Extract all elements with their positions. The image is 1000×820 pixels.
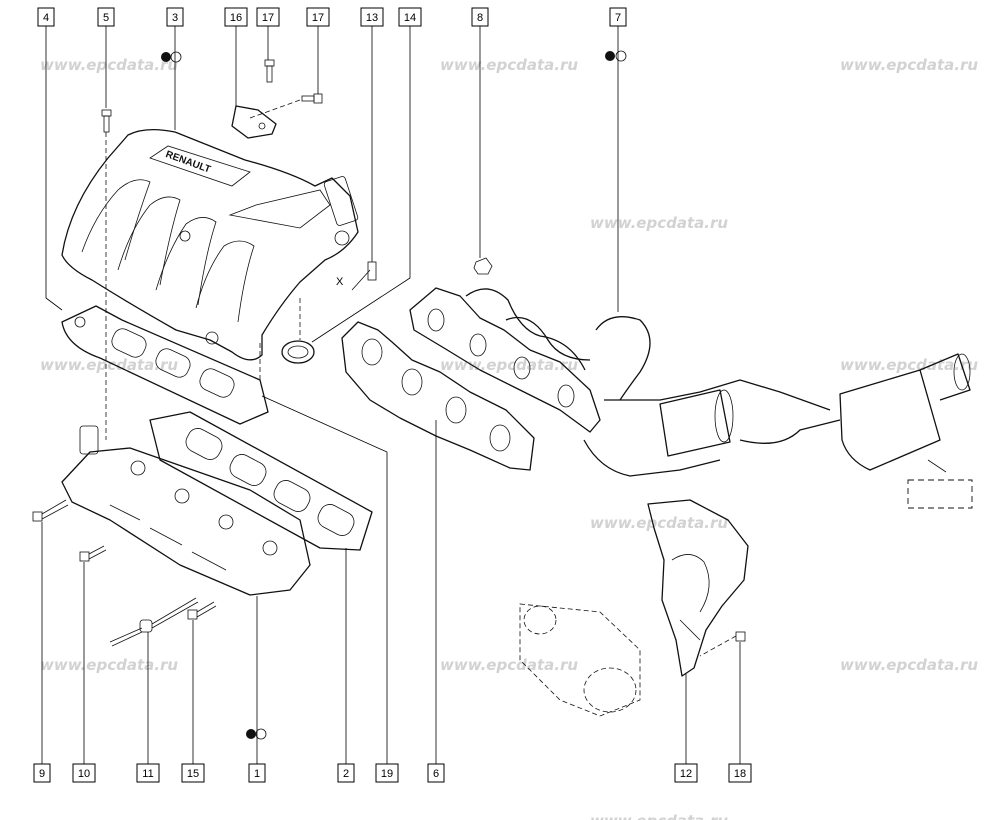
intake-manifold-lower (61, 425, 311, 596)
callout-17a: 17 (256, 7, 280, 27)
callout-2: 2 (337, 763, 355, 783)
exhaust-manifold (409, 287, 971, 477)
callout-17b: 17 (306, 7, 330, 27)
callout-3: 3 (166, 7, 184, 27)
bolt-17-vertical (264, 59, 275, 83)
nut-1 (246, 728, 267, 740)
nut-3 (161, 51, 182, 63)
svg-text:12: 12 (680, 768, 692, 780)
svg-text:15: 15 (187, 768, 199, 780)
callout-19: 19 (375, 763, 399, 783)
callout-9: 9 (33, 763, 51, 783)
svg-text:16: 16 (230, 12, 242, 24)
watermark: www.epcdata.ru (440, 356, 578, 374)
brand-badge: RENAULT (164, 149, 212, 175)
watermark: www.epcdata.ru (590, 812, 728, 820)
exhaust-gasket-6 (341, 321, 535, 471)
svg-text:3: 3 (172, 12, 178, 24)
watermark: www.epcdata.ru (40, 56, 178, 74)
callout-5: 5 (97, 7, 115, 27)
svg-text:14: 14 (404, 12, 416, 24)
callout-leaders (41, 26, 741, 764)
svg-text:13: 13 (366, 12, 378, 24)
bolt-9 (32, 499, 69, 522)
bolt-15 (187, 601, 217, 620)
nut-8 (473, 257, 493, 275)
svg-text:1: 1 (254, 768, 260, 780)
svg-text:11: 11 (142, 768, 153, 780)
watermark: www.epcdata.ru (590, 514, 728, 532)
callout-14: 14 (398, 7, 422, 27)
nut-7 (605, 50, 627, 62)
watermark-layer: www.epcdata.ru www.epcdata.ru www.epcdat… (40, 56, 978, 820)
watermark: www.epcdata.ru (590, 214, 728, 232)
watermark: www.epcdata.ru (840, 356, 978, 374)
callout-13: 13 (360, 7, 384, 27)
svg-text:6: 6 (433, 768, 439, 780)
svg-text:10: 10 (78, 768, 90, 780)
dimension-marker: X (336, 276, 344, 288)
svg-text:17: 17 (262, 12, 274, 24)
callout-1: 1 (248, 763, 266, 783)
watermark: www.epcdata.ru (840, 656, 978, 674)
detail-box (907, 479, 973, 509)
callout-12: 12 (674, 763, 698, 783)
callout-7: 7 (609, 7, 627, 27)
intake-gasket-19 (149, 411, 373, 551)
watermark: www.epcdata.ru (440, 656, 578, 674)
svg-text:19: 19 (381, 768, 393, 780)
starter-motor (519, 603, 641, 717)
callout-8: 8 (471, 7, 489, 27)
callout-15: 15 (181, 763, 205, 783)
svg-text:4: 4 (43, 12, 49, 24)
svg-text:17: 17 (312, 12, 324, 24)
bolt-17-horizontal (301, 93, 323, 104)
watermark: www.epcdata.ru (40, 656, 178, 674)
svg-text:7: 7 (615, 12, 621, 24)
stud-11 (109, 597, 199, 647)
watermark: www.epcdata.ru (40, 356, 178, 374)
callout-4: 4 (37, 7, 55, 27)
svg-text:9: 9 (39, 768, 45, 780)
svg-text:5: 5 (103, 12, 109, 24)
gasket-14 (281, 340, 315, 364)
bolt-5 (101, 109, 112, 133)
throttle-bracket (231, 99, 301, 139)
svg-text:8: 8 (477, 12, 483, 24)
svg-text:18: 18 (734, 768, 746, 780)
bolt-10 (79, 545, 107, 562)
svg-text:2: 2 (343, 768, 349, 780)
heat-shield-12 (647, 499, 749, 677)
callout-11: 11 (136, 763, 160, 783)
x-arrow (351, 269, 371, 291)
bolt-18 (699, 631, 746, 657)
intake-manifold-upper: RENAULT (61, 128, 359, 361)
detail-arrow (927, 459, 947, 473)
callout-6: 6 (427, 763, 445, 783)
callout-10: 10 (72, 763, 96, 783)
intake-gasket-4 (61, 305, 269, 425)
catalyst-rear (839, 353, 971, 471)
catalyst-front (659, 389, 734, 457)
watermark: www.epcdata.ru (440, 56, 578, 74)
callout-16: 16 (224, 7, 248, 27)
watermark: www.epcdata.ru (840, 56, 978, 74)
callout-18: 18 (728, 763, 752, 783)
